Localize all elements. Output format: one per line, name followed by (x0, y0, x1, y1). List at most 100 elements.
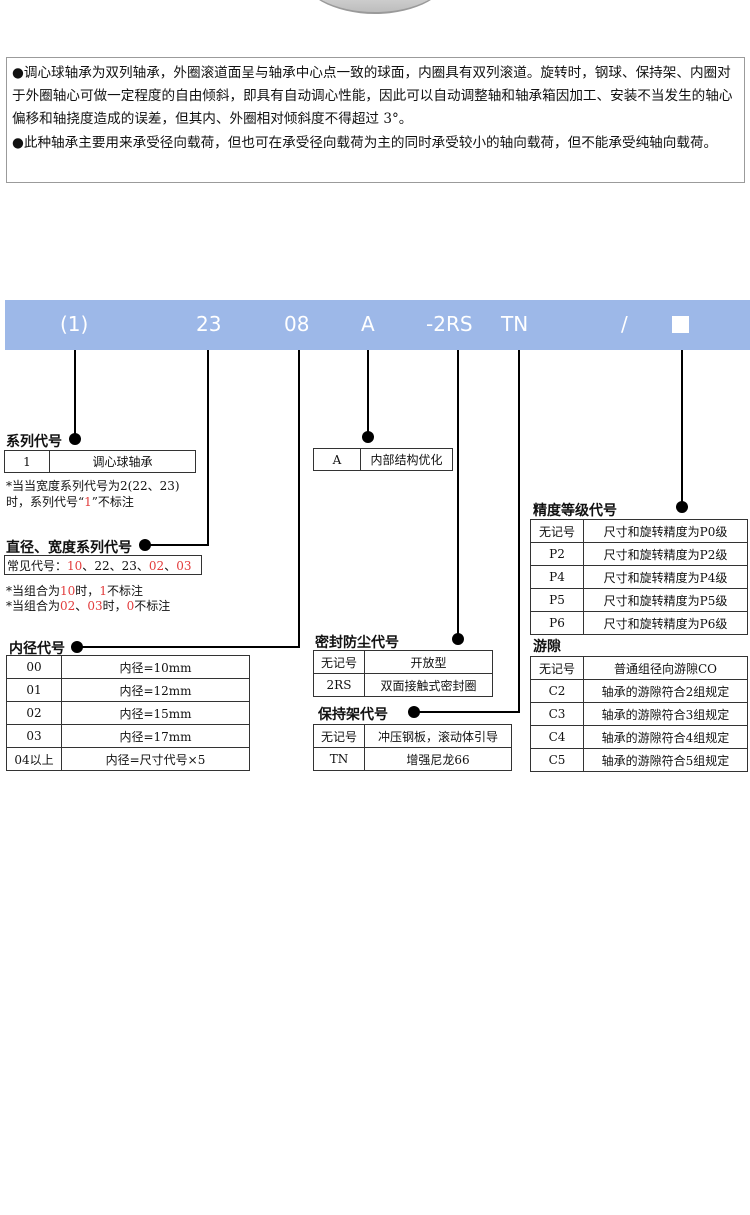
separator: 、 (136, 559, 149, 573)
series-desc-cell: 调心球轴承 (49, 450, 196, 473)
separator: 、 (109, 559, 122, 573)
note-text: 时，系列代号“ (6, 495, 85, 509)
note-text: *当组合为 (6, 599, 61, 613)
connector-dimension-h (144, 544, 209, 546)
clearance-code-cell: C3 (530, 702, 584, 726)
connector-bore-dot (71, 641, 83, 653)
code-precision-placeholder (672, 316, 689, 333)
description-paragraph-2: ●此种轴承主要用来承受径向载荷，但也可在承受径向载荷为主的同时承受较小的轴向载荷… (12, 134, 718, 151)
note-text: *当组合为 (6, 584, 61, 598)
precision-desc-cell: 尺寸和旋转精度为P5级 (583, 588, 748, 612)
seal-desc-cell: 双面接触式密封圈 (364, 673, 493, 697)
precision-code-cell: 无记号 (530, 519, 584, 543)
connector-cage-h (413, 711, 520, 713)
common-code: 10 (67, 559, 83, 573)
table-row: 04以上内径=尺寸代号×5 (6, 747, 250, 771)
connector-cage-dot (408, 706, 420, 718)
common-code: 23 (121, 559, 137, 573)
note-highlight: 0 (126, 599, 135, 613)
connector-precision (681, 350, 683, 507)
connector-dimension-dot (139, 539, 151, 551)
code-slash: / (621, 312, 628, 336)
note-highlight: 1 (99, 584, 107, 598)
description-box: ●调心球轴承为双列轴承，外圈滚道面呈与轴承中心点一致的球面，内圈具有双列滚道。旋… (6, 57, 745, 183)
precision-desc-cell: 尺寸和旋转精度为P4级 (583, 565, 748, 589)
table-row: 1 调心球轴承 (4, 450, 196, 473)
seal-code-cell: 2RS (313, 673, 365, 697)
connector-dimension-v (207, 350, 209, 545)
precision-code-cell: P6 (530, 611, 584, 635)
series-note-1: *当当宽度系列代号为2(22、23) (6, 479, 180, 493)
note-highlight: 10 (60, 584, 76, 598)
note-text: 、 (75, 599, 88, 613)
series-table: 1 调心球轴承 (4, 450, 196, 473)
precision-desc-cell: 尺寸和旋转精度为P2级 (583, 542, 748, 566)
seal-title: 密封防尘代号 (315, 635, 399, 651)
bore-code-cell: 03 (6, 724, 62, 748)
connector-series-dot (69, 433, 81, 445)
separator: 、 (164, 559, 177, 573)
precision-desc-cell: 尺寸和旋转精度为P6级 (583, 611, 748, 635)
note-highlight: 03 (87, 599, 103, 613)
note-text: 时， (102, 599, 127, 613)
bore-desc-cell: 内径=尺寸代号×5 (61, 747, 250, 771)
code-bar (5, 300, 750, 350)
internal-desc-cell: 内部结构优化 (360, 448, 453, 471)
connector-bore-h (76, 646, 300, 648)
code-series: (1) (60, 312, 89, 336)
clearance-code-cell: C4 (530, 725, 584, 749)
clearance-desc-cell: 轴承的游隙符合4组规定 (583, 725, 748, 749)
table-row: 无记号尺寸和旋转精度为P0级 (530, 519, 748, 543)
series-code-cell: 1 (4, 450, 50, 473)
connector-precision-dot (676, 501, 688, 513)
connector-internal (367, 350, 369, 437)
note-text: 不标注 (134, 599, 171, 613)
table-row: 无记号冲压钢板，滚动体引导 (313, 724, 512, 748)
bore-code-cell: 02 (6, 701, 62, 725)
series-title: 系列代号 (6, 434, 62, 450)
dimension-title: 直径、宽度系列代号 (6, 540, 132, 556)
clearance-code-cell: C5 (530, 748, 584, 772)
precision-desc-cell: 尺寸和旋转精度为P0级 (583, 519, 748, 543)
note-text: ”不标注 (91, 495, 134, 509)
common-code: 22 (94, 559, 110, 573)
dimension-note-2: *当组合为02、03时，0不标注 (6, 599, 170, 614)
precision-code-cell: P4 (530, 565, 584, 589)
clearance-code-cell: C2 (530, 679, 584, 703)
connector-series (74, 350, 76, 439)
series-note-2: 时，系列代号“1”不标注 (6, 495, 134, 510)
precision-code-cell: P2 (530, 542, 584, 566)
code-dimension: 23 (196, 312, 222, 336)
common-code: 03 (176, 559, 192, 573)
bore-code-cell: 00 (6, 655, 62, 679)
clearance-desc-cell: 轴承的游隙符合2组规定 (583, 679, 748, 703)
clearance-title: 游隙 (533, 639, 561, 655)
cage-title: 保持架代号 (318, 707, 388, 723)
connector-internal-dot (362, 431, 374, 443)
note-highlight: 1 (84, 495, 92, 509)
bore-desc-cell: 内径=15mm (61, 701, 250, 725)
clearance-desc-cell: 普通组径向游隙CO (583, 656, 748, 680)
note-text: 不标注 (106, 584, 143, 598)
common-prefix: 常见代号： (7, 559, 68, 573)
connector-cage-v (518, 350, 520, 712)
cage-code-cell: 无记号 (313, 724, 365, 748)
note-highlight: 02 (60, 599, 76, 613)
clearance-desc-cell: 轴承的游隙符合3组规定 (583, 702, 748, 726)
internal-code-cell: A (313, 448, 361, 471)
